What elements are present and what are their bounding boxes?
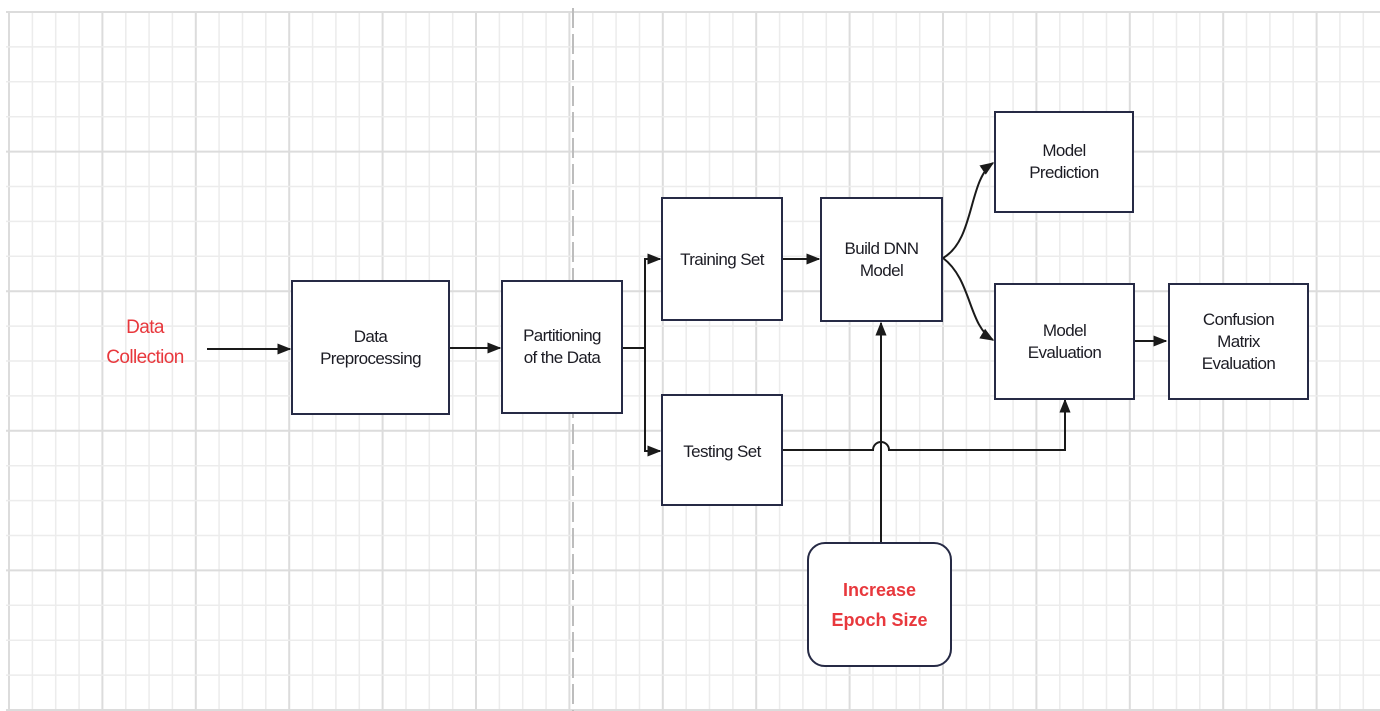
node-confusion-matrix[interactable]: Confusion Matrix Evaluation [1168, 283, 1309, 400]
edge-build-dnn-to-evaluation [942, 257, 995, 341]
node-confusion-matrix-line-2: Matrix [1217, 331, 1260, 351]
node-build-dnn-line-1: Build DNN [844, 238, 920, 258]
node-confusion-matrix-line-3: Evaluation [1201, 353, 1276, 373]
edge-build-dnn-to-prediction [942, 162, 995, 259]
node-confusion-matrix-line-1: Confusion [1202, 309, 1275, 329]
edge-partitioning-to-testing [644, 348, 662, 457]
node-partitioning-line-1: Partitioning [523, 326, 601, 345]
node-increase-epoch-line-1: Increase [842, 579, 917, 600]
node-partitioning-line-2: of the Data [523, 348, 601, 367]
node-increase-epoch-line-2: Epoch Size [831, 609, 928, 630]
node-testing-set-line-1: Testing Set [683, 442, 761, 461]
node-data-preprocessing[interactable]: Data Preprocessing [291, 280, 450, 415]
node-model-evaluation-line-1: Model [1042, 320, 1087, 340]
node-model-evaluation[interactable]: Model Evaluation [994, 283, 1135, 400]
node-data-preprocessing-line-1: Data [353, 326, 388, 346]
node-data-preprocessing-line-2: Preprocessing [320, 348, 421, 368]
node-testing-set[interactable]: Testing Set [661, 394, 783, 506]
node-increase-epoch[interactable]: Increase Epoch Size [807, 542, 952, 667]
node-build-dnn[interactable]: Build DNN Model [820, 197, 943, 322]
node-training-set[interactable]: Training Set [661, 197, 783, 321]
node-training-set-line-1: Training Set [680, 250, 764, 269]
node-build-dnn-line-2: Model [859, 260, 904, 280]
node-model-prediction-line-1: Model [1042, 141, 1086, 160]
node-partitioning[interactable]: Partitioning of the Data [501, 280, 623, 414]
edge-partitioning-to-training [644, 253, 662, 348]
node-model-prediction[interactable]: Model Prediction [994, 111, 1134, 213]
node-data-collection-line-1: Data [126, 317, 164, 338]
connectors [207, 162, 1168, 542]
node-data-collection-line-2: Collection [106, 347, 184, 368]
node-model-prediction-line-2: Prediction [1029, 163, 1099, 182]
edge-testing-to-evaluation [783, 398, 1071, 451]
node-data-collection: Data Collection [85, 308, 205, 378]
node-model-evaluation-line-2: Evaluation [1027, 342, 1102, 362]
